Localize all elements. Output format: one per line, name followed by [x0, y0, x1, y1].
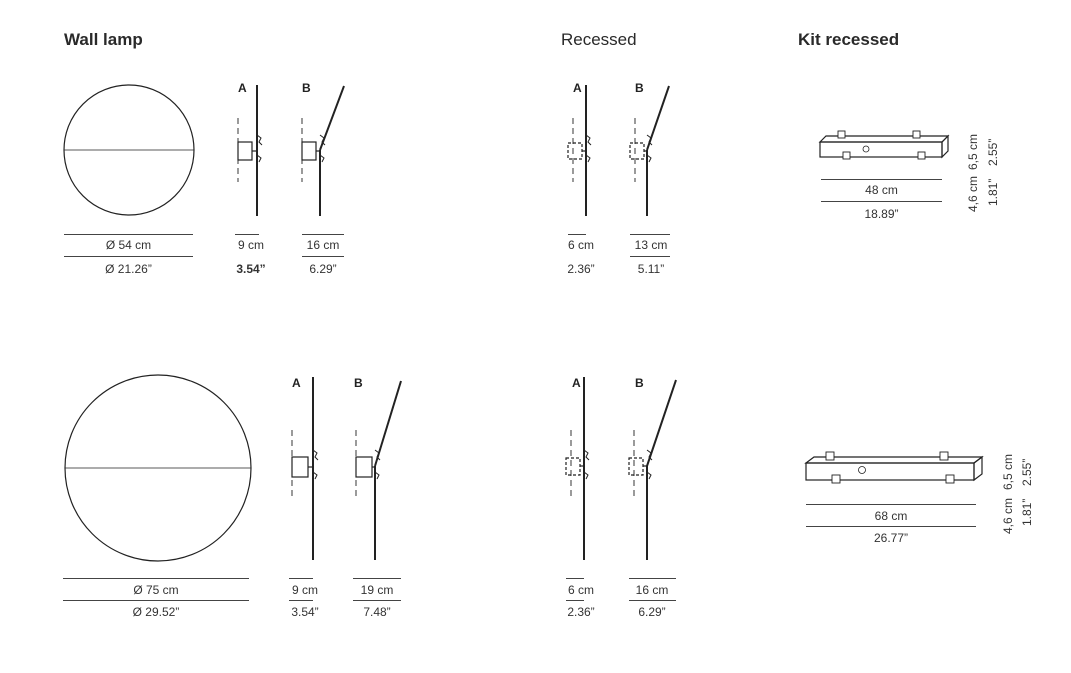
kit-length-cm: 48 cm — [865, 183, 898, 197]
heading-wall-lamp: Wall lamp — [64, 30, 143, 49]
diameter-cm-2: Ø 75 cm — [133, 583, 179, 597]
diameter-in: Ø 21.26” — [105, 262, 152, 276]
dimension-rule — [806, 526, 976, 527]
kit-box-large — [804, 451, 984, 484]
dimension-rule — [568, 234, 586, 235]
kit-height-large-cm-2: 6,5 cm — [1001, 453, 1015, 490]
dimension-rule — [566, 578, 584, 579]
recessed-a-depth-cm: 6 cm — [567, 238, 594, 252]
wall-a-depth-cm-2: 9 cm — [291, 583, 318, 597]
recessed-a-side-view-small — [567, 85, 592, 216]
dimension-rule — [821, 179, 942, 180]
dimension-rule — [289, 600, 313, 601]
label-recessed-b-2: B — [635, 376, 644, 390]
recessed-b-depth-in-2: 6.29” — [638, 605, 666, 619]
heading-recessed: Recessed — [561, 30, 637, 49]
dimension-rule — [566, 600, 584, 601]
wall-b-depth-in: 6.29” — [309, 262, 337, 276]
kit-height-large-in: 2.55” — [986, 138, 1000, 166]
recessed-b-side-view-small — [629, 85, 670, 216]
kit-length-in-2: 26.77” — [873, 531, 909, 545]
dimension-rule — [629, 600, 676, 601]
diameter-in-2: Ø 29.52” — [132, 605, 180, 619]
kit-height-large-in-2: 2.55” — [1020, 458, 1034, 486]
label-recessed-a-2: A — [572, 376, 581, 390]
dimension-rule — [821, 201, 942, 202]
dimension-rule — [630, 256, 670, 257]
dimension-rule — [629, 578, 676, 579]
diameter-cm: Ø 54 cm — [105, 238, 152, 252]
recessed-a-side-view-large — [565, 377, 590, 560]
dimension-rule — [63, 600, 249, 601]
wall-a-depth-in-2: 3.54” — [291, 605, 319, 619]
label-wall-a-2: A — [292, 376, 301, 390]
wall-b-side-view-small — [301, 85, 345, 216]
dimension-rule — [64, 256, 193, 257]
kit-height-small-in: 1.81” — [986, 178, 1000, 206]
wall-b-depth-cm-2: 19 cm — [360, 583, 394, 597]
label-wall-a: A — [238, 81, 247, 95]
wall-a-depth-cm: 9 cm — [237, 238, 264, 252]
dimension-rule — [302, 234, 344, 235]
kit-height-small-cm-2: 4,6 cm — [1001, 497, 1015, 534]
wall-b-side-view-large — [355, 380, 402, 560]
kit-height-large-cm: 6,5 cm — [966, 133, 980, 170]
dimension-rule — [235, 234, 259, 235]
recessed-a-depth-in: 2.36” — [567, 262, 595, 276]
wall-a-side-view-small — [237, 85, 263, 216]
kit-height-small-cm: 4,6 cm — [966, 175, 980, 212]
kit-height-small-in-2: 1.81” — [1020, 498, 1034, 526]
dimension-rule — [353, 578, 401, 579]
dimension-rule — [630, 234, 670, 235]
wall-a-depth-in: 3.54” — [236, 262, 266, 276]
wall-b-depth-cm: 16 cm — [306, 238, 340, 252]
dimension-rule — [289, 578, 313, 579]
dimension-rule — [806, 504, 976, 505]
lamp-front-view-large — [64, 374, 252, 562]
kit-box-small — [818, 130, 950, 160]
recessed-a-depth-in-2: 2.36” — [567, 605, 595, 619]
heading-kit-recessed: Kit recessed — [798, 30, 900, 49]
label-recessed-a: A — [573, 81, 582, 95]
wall-b-depth-in-2: 7.48” — [363, 605, 391, 619]
label-recessed-b: B — [635, 81, 644, 95]
dimension-rule — [64, 234, 193, 235]
recessed-b-depth-cm: 13 cm — [634, 238, 668, 252]
recessed-b-depth-cm-2: 16 cm — [635, 583, 669, 597]
recessed-b-side-view-large — [628, 379, 677, 560]
lamp-front-view-small — [63, 84, 195, 216]
dimension-rule — [353, 600, 401, 601]
dimension-rule — [302, 256, 344, 257]
label-wall-b-2: B — [354, 376, 363, 390]
recessed-a-depth-cm-2: 6 cm — [567, 583, 594, 597]
wall-a-side-view-large — [291, 377, 319, 560]
dimension-rule — [63, 578, 249, 579]
recessed-b-depth-in: 5.11” — [637, 262, 665, 276]
kit-length-in: 18.89” — [864, 207, 899, 221]
kit-length-cm-2: 68 cm — [874, 509, 908, 523]
label-wall-b: B — [302, 81, 311, 95]
